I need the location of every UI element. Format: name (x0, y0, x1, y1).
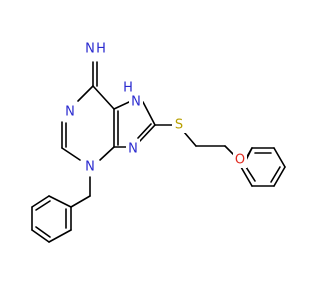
oxygen-label: O (235, 153, 245, 168)
bond-ph-e (240, 166, 253, 187)
n1-label: N (65, 105, 75, 120)
bond-c8-n9 (139, 124, 156, 142)
bond-s-ch2 (183, 131, 197, 147)
bond-n7-c8 (142, 101, 156, 126)
n9-label: N (128, 142, 138, 157)
bond-ph-c (273, 166, 286, 187)
benzyl-group (31, 176, 91, 243)
n3-label: N (85, 160, 95, 175)
bond-ph-b (273, 147, 286, 168)
phenyl-ring-right (240, 147, 286, 187)
imine-h-label: H (96, 42, 106, 57)
bond-ph-inner-2 (270, 166, 281, 183)
atom-labels: N H N N N H N S O (63, 40, 247, 175)
n7-label: N (131, 95, 141, 110)
bond-bz-d (31, 229, 50, 243)
bond-ph-inner-3 (245, 166, 256, 182)
imine-label: N H (82, 40, 110, 58)
bond-bz-inner-2 (35, 226, 51, 238)
pyrimidine-ring (61, 61, 119, 161)
imine-n-label: N (85, 42, 95, 57)
bond-bz-inner-1 (35, 200, 51, 211)
bond-bz-a (48, 195, 72, 208)
sulfur-label: S (175, 118, 183, 133)
n7-h-label: H (123, 81, 133, 96)
bond-bz-b (31, 195, 50, 208)
imidazole-ring (113, 101, 156, 148)
molecule-diagram: N H N N N H N S O (31, 40, 286, 243)
bond-n3-c4 (99, 146, 115, 161)
bond-c5-n7 (113, 101, 130, 110)
structure-svg: N H N N N H N S O (31, 40, 286, 243)
bond-c6-n1 (77, 85, 94, 102)
bond-c2-n3 (61, 147, 81, 161)
bond-c5-c6 (92, 85, 115, 110)
bond-ch2-ph (70, 195, 91, 208)
bond-c8-n9-double (137, 123, 152, 139)
bond-bz-e (48, 229, 72, 243)
